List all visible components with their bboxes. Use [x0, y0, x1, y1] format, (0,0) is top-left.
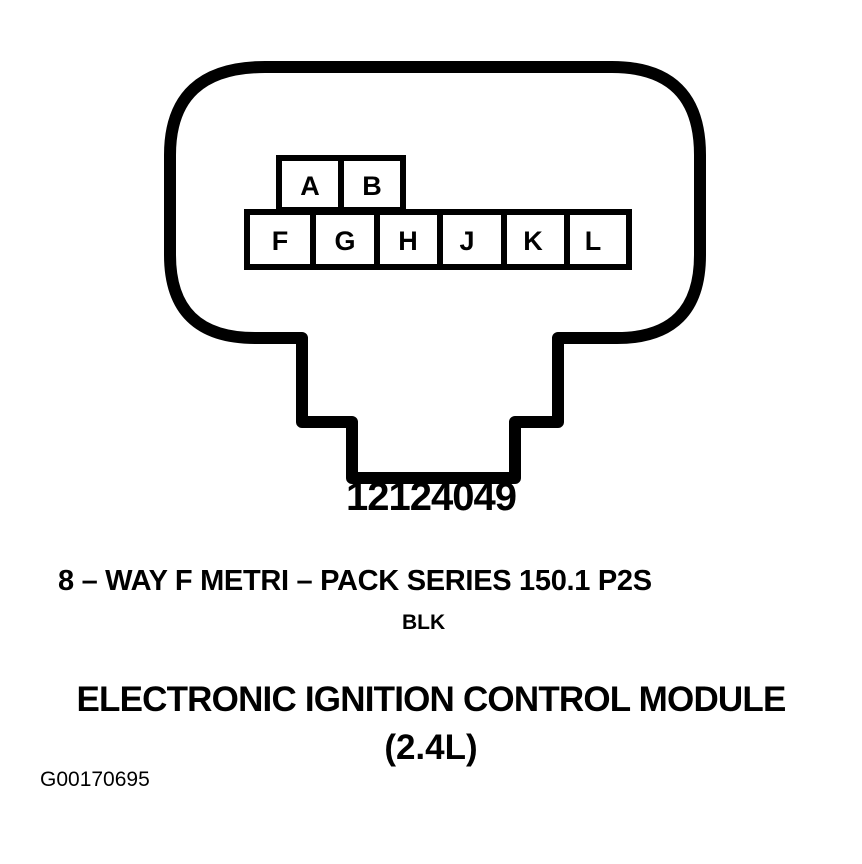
pin-label-g: G: [334, 226, 355, 256]
connector-series-description: 8 – WAY F METRI – PACK SERIES 150.1 P2S: [58, 565, 652, 597]
pin-label-l: L: [585, 226, 602, 256]
pin-label-j: J: [459, 226, 474, 256]
pin-label-k: K: [523, 226, 543, 256]
connector-housing-outline: [164, 61, 706, 484]
connector-color: BLK: [402, 611, 446, 634]
pin-cavity-l: [564, 209, 632, 270]
pin-label-b: B: [362, 171, 382, 201]
connector-part-number: 12124049: [346, 475, 517, 519]
figure-id: G00170695: [40, 768, 150, 791]
pin-label-a: A: [300, 171, 320, 201]
pin-label-h: H: [398, 226, 418, 256]
component-variant: (2.4L): [384, 728, 478, 767]
component-name: ELECTRONIC IGNITION CONTROL MODULE: [76, 680, 786, 719]
pin-label-f: F: [272, 226, 289, 256]
